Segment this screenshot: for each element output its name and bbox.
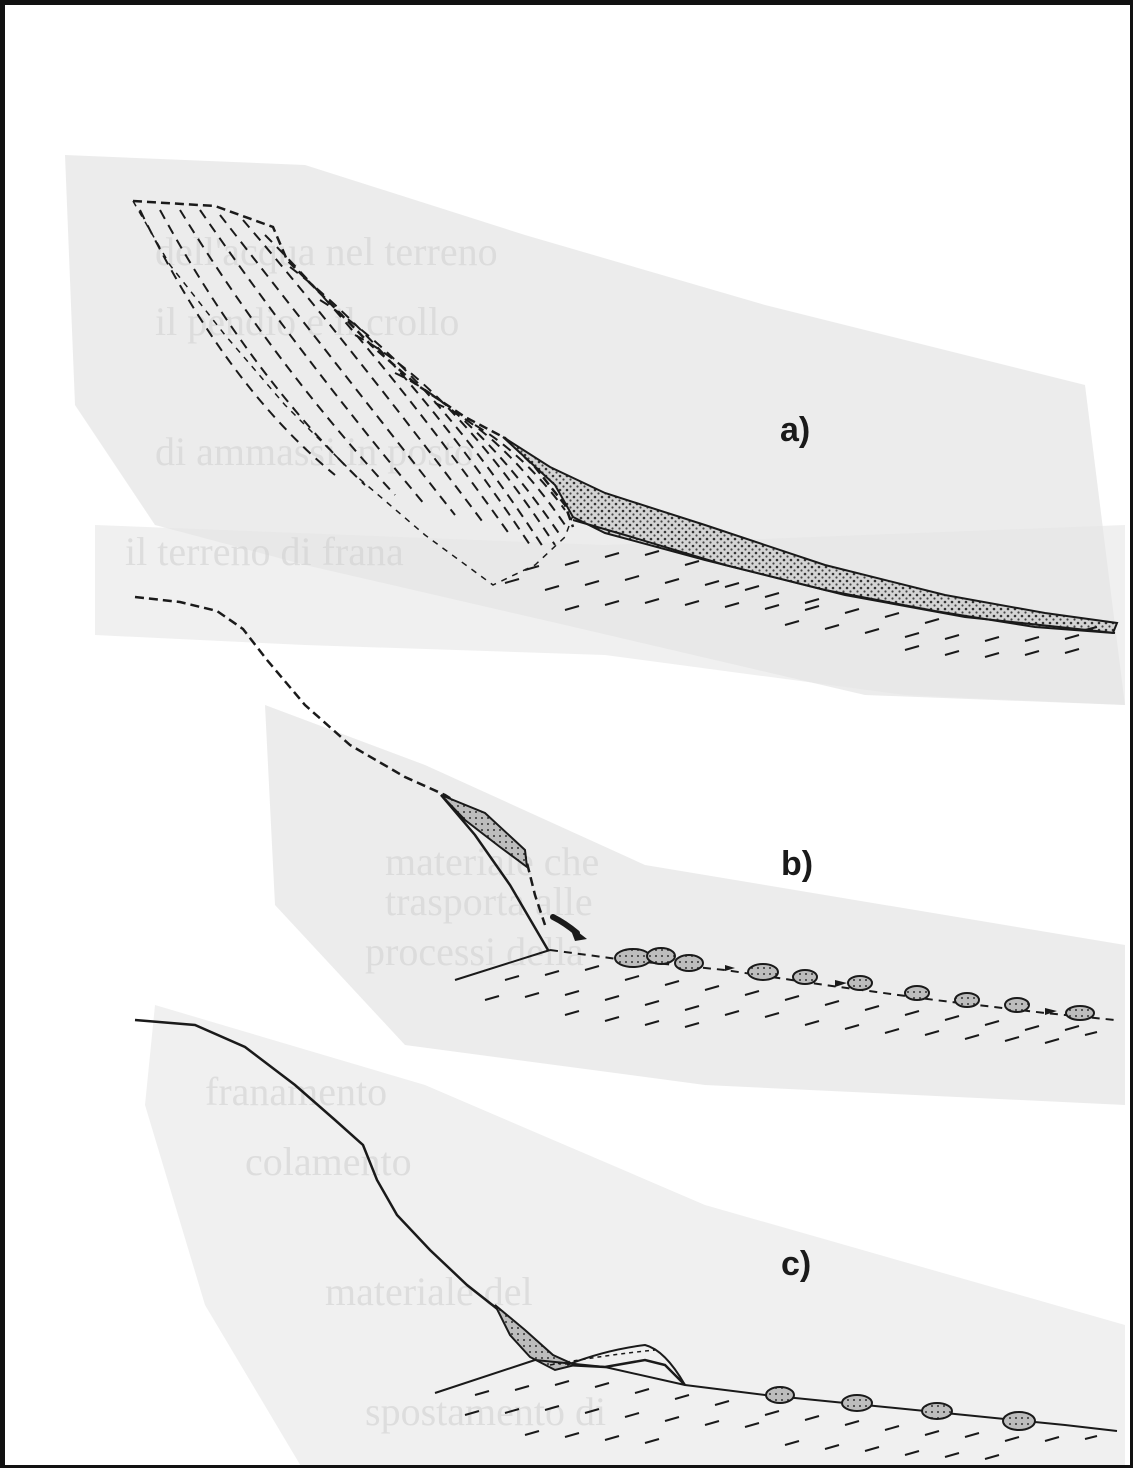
svg-text:il terreno di frana: il terreno di frana bbox=[125, 529, 404, 574]
svg-text:di ammassi in posto: di ammassi in posto bbox=[155, 429, 474, 474]
landslide-diagram: dell'acqua nel terreno il pendio e il cr… bbox=[5, 5, 1133, 1468]
svg-text:materiale del: materiale del bbox=[325, 1269, 533, 1314]
svg-text:processi della: processi della bbox=[365, 929, 584, 974]
bleed-through-background: dell'acqua nel terreno il pendio e il cr… bbox=[65, 155, 1125, 1468]
svg-text:dell'acqua nel terreno: dell'acqua nel terreno bbox=[155, 229, 498, 274]
panel-a-label: a) bbox=[780, 411, 810, 449]
svg-text:colamento: colamento bbox=[245, 1139, 412, 1184]
panel-b-label: b) bbox=[781, 845, 813, 883]
svg-text:spostamento di: spostamento di bbox=[365, 1389, 606, 1434]
svg-text:franamento: franamento bbox=[205, 1069, 387, 1114]
svg-text:il pendio e il crollo: il pendio e il crollo bbox=[155, 299, 459, 344]
panel-c-label: c) bbox=[781, 1245, 811, 1283]
svg-text:trasporta alle: trasporta alle bbox=[385, 879, 593, 924]
